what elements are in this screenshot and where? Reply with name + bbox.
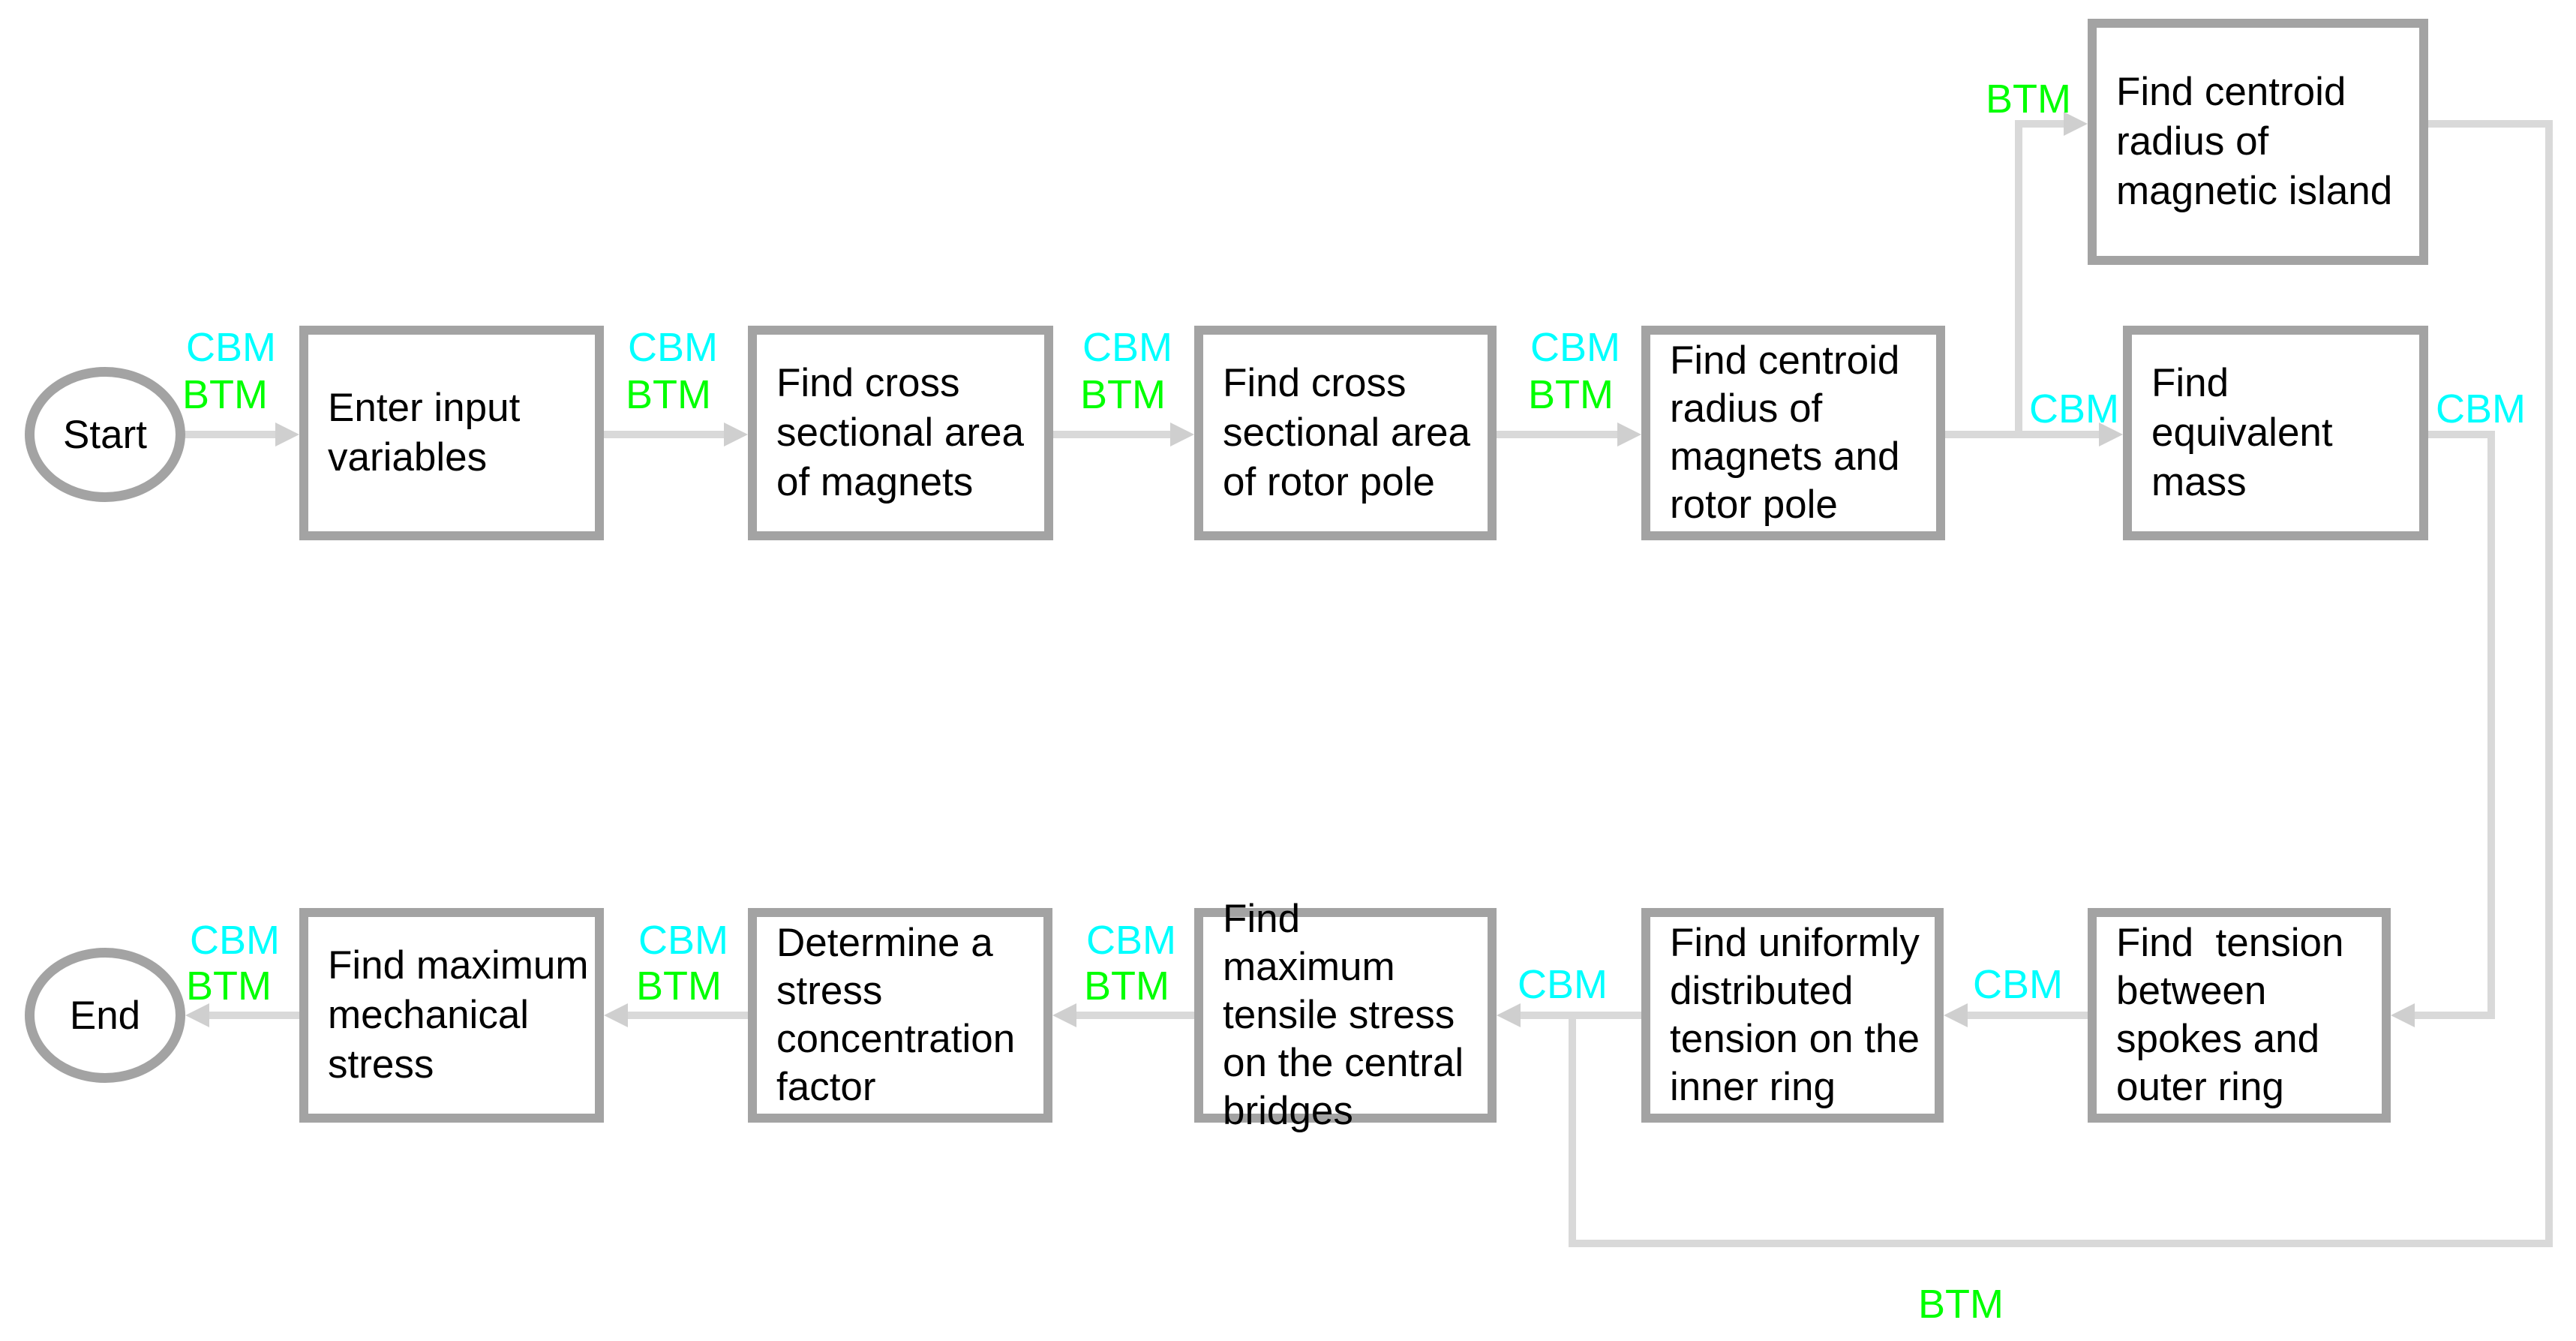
edge-label-btm-cross-rotor: BTM <box>1528 372 1614 417</box>
node-stress-concentration-factor: Determine a stress concentration factor <box>748 908 1052 1123</box>
connector-into-island <box>2019 120 2071 128</box>
node-label: Find centroid radius of magnetic island <box>2116 70 2393 213</box>
connector-btm-bottom-riser <box>1569 1012 1576 1247</box>
edge-label-cbm-start: CBM <box>186 325 276 370</box>
connector-centroid-to-equivalent-mass <box>1945 431 2105 438</box>
edge-label-btm-into-end: BTM <box>186 964 272 1009</box>
connector-concentration-to-max-stress <box>626 1012 748 1019</box>
node-cross-sectional-area-rotor-pole: Find cross sectional area of rotor pole <box>1194 326 1497 540</box>
edge-label-cbm-cross-rotor: CBM <box>1530 325 1620 370</box>
edge-label-cbm-into-end: CBM <box>190 918 280 963</box>
connector-equivalent-mass-exit-vertical <box>2487 431 2495 1019</box>
arrowhead-into-centroid <box>1617 422 1641 446</box>
node-label: Determine a stress concentration factor <box>776 921 1016 1109</box>
edge-label-btm-enter-input: BTM <box>626 372 711 417</box>
node-label: Find cross sectional area of rotor pole <box>1223 361 1470 504</box>
connector-equivalent-mass-exit-horizontal <box>2428 431 2495 438</box>
arrowhead-into-concentration <box>1052 1003 1076 1027</box>
node-label: Find centroid radius of magnets and roto… <box>1670 338 1900 527</box>
edge-label-cbm-equivalent-mass-exit: CBM <box>2436 386 2526 431</box>
edge-label-cbm-into-equivalent-mass: CBM <box>2029 386 2119 431</box>
connector-btm-bottom-run <box>1569 1240 2553 1247</box>
connector-island-exit-horizontal <box>2428 120 2553 128</box>
node-label: Find equivalent mass <box>2151 361 2333 504</box>
node-label: Find maximum tensile stress on the centr… <box>1223 897 1464 1133</box>
connector-tension-spokes-to-uniform <box>1966 1012 2088 1019</box>
node-uniform-tension-inner-ring: Find uniformly distributed tension on th… <box>1641 908 1944 1123</box>
arrowhead-into-uniform <box>1944 1003 1968 1027</box>
node-centroid-radius-magnets-rotor-pole: Find centroid radius of magnets and roto… <box>1641 326 1945 540</box>
node-end: End <box>25 948 185 1083</box>
node-start: Start <box>25 367 185 502</box>
node-centroid-radius-magnetic-island: Find centroid radius of magnetic island <box>2088 19 2428 265</box>
connector-uniform-to-tensile <box>1519 1012 1641 1019</box>
arrowhead-into-tension-spokes <box>2391 1003 2415 1027</box>
node-end-label: End <box>69 993 141 1038</box>
connector-into-tension-spokes <box>2415 1012 2495 1019</box>
edge-label-cbm-into-concentration: CBM <box>1086 918 1176 963</box>
edge-label-btm-bottom-run: BTM <box>1918 1282 2004 1327</box>
node-label: Find uniformly distributed tension on th… <box>1670 921 1920 1109</box>
edge-label-btm-start: BTM <box>182 372 268 417</box>
edge-label-cbm-into-max-stress: CBM <box>638 918 728 963</box>
connector-cross-rotor-to-centroid <box>1497 431 1623 438</box>
node-enter-input-variables: Enter input variables <box>299 326 604 540</box>
connector-island-exit-vertical <box>2545 120 2553 1247</box>
arrowhead-into-end <box>185 1003 209 1027</box>
node-label: Enter input variables <box>328 386 521 480</box>
connector-branch-riser-to-island <box>2015 120 2022 438</box>
connector-max-stress-to-end <box>208 1012 299 1019</box>
arrowhead-into-cross-rotor <box>1170 422 1194 446</box>
node-label: Find tension between spokes and outer ri… <box>2116 921 2344 1109</box>
node-label: Find maximum mechanical stress <box>328 943 589 1087</box>
connector-cross-magnets-to-cross-rotor <box>1053 431 1176 438</box>
arrowhead-into-enter-input <box>275 422 299 446</box>
arrowhead-into-island <box>2064 112 2088 136</box>
node-tension-spokes-outer-ring: Find tension between spokes and outer ri… <box>2088 908 2391 1123</box>
node-label: Find cross sectional area of magnets <box>776 361 1024 504</box>
node-cross-sectional-area-magnets: Find cross sectional area of magnets <box>748 326 1053 540</box>
edge-label-cbm-into-tensile: CBM <box>1518 962 1608 1007</box>
edge-label-btm-cross-magnets: BTM <box>1080 372 1166 417</box>
edge-label-cbm-into-uniform: CBM <box>1973 962 2063 1007</box>
arrowhead-into-max-stress <box>604 1003 628 1027</box>
node-start-label: Start <box>63 412 147 457</box>
node-equivalent-mass: Find equivalent mass <box>2123 326 2428 540</box>
edge-label-cbm-cross-magnets: CBM <box>1082 325 1172 370</box>
arrowhead-into-cross-magnets <box>724 422 748 446</box>
connector-tensile-to-concentration <box>1075 1012 1194 1019</box>
edge-label-btm-into-concentration: BTM <box>1084 964 1169 1009</box>
node-max-mechanical-stress: Find maximum mechanical stress <box>299 908 604 1123</box>
edge-label-btm-into-island: BTM <box>1986 77 2071 122</box>
edge-label-btm-into-max-stress: BTM <box>636 964 722 1009</box>
edge-label-cbm-enter-input: CBM <box>628 325 718 370</box>
node-max-tensile-stress-bridges: Find maximum tensile stress on the centr… <box>1194 897 1497 1133</box>
arrowhead-into-equivalent-mass <box>2099 422 2123 446</box>
connector-start-to-enter-input <box>185 431 280 438</box>
connector-enter-input-to-cross-magnets <box>604 431 730 438</box>
arrowhead-into-tensile <box>1497 1003 1521 1027</box>
